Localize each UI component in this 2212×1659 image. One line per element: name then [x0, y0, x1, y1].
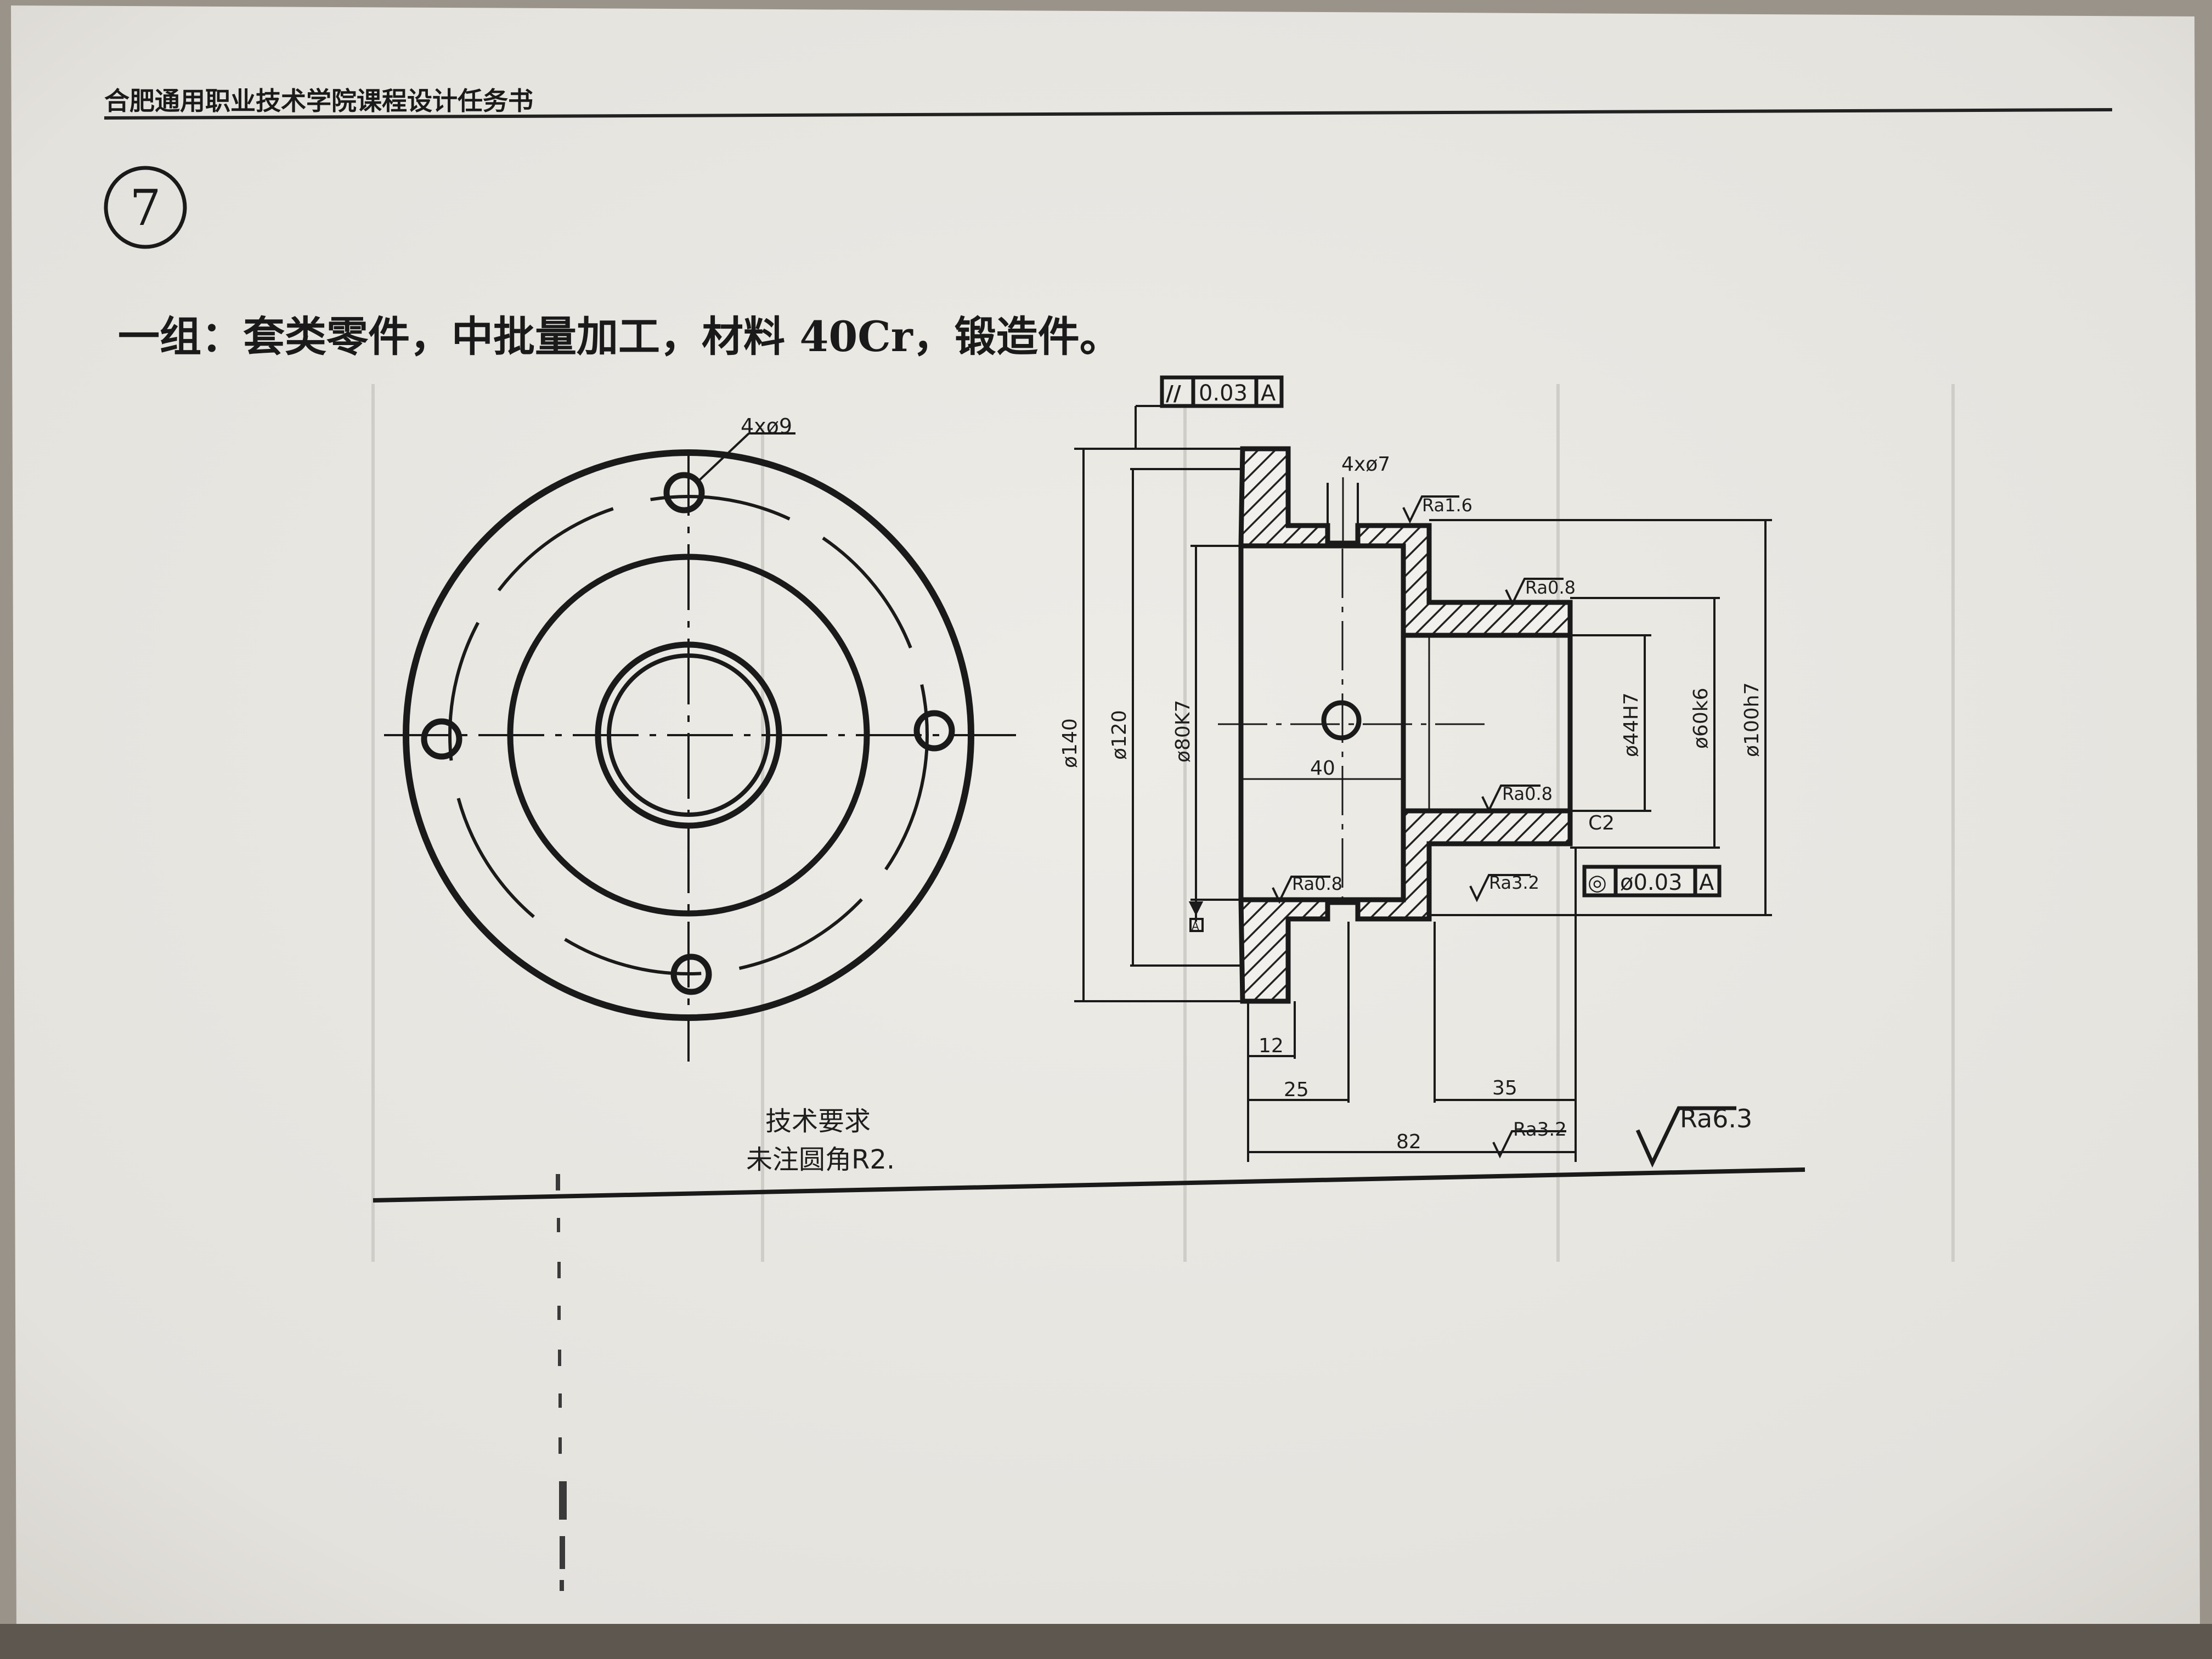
bolt-hole-bottom	[670, 953, 712, 995]
runout-datum: A	[1261, 381, 1276, 406]
dimension-lines	[1074, 405, 1772, 1162]
holes-front-label: 4xø9	[741, 414, 792, 438]
section-lower	[1238, 808, 1573, 1004]
dim-d100: ø100h7	[1741, 682, 1763, 757]
chamfer-label: C2	[1588, 812, 1615, 834]
dim-d44: ø44H7	[1620, 692, 1643, 757]
header-rule	[104, 108, 2113, 120]
section-view	[1238, 446, 1573, 1004]
task-description: 一组：套类零件，中批量加工，材料 40Cr，锻造件。	[118, 312, 1121, 361]
runout-symbol: //	[1166, 381, 1181, 405]
datum-label: A	[1192, 919, 1199, 933]
section-outline	[1218, 477, 1573, 900]
runout-frame	[1160, 375, 1284, 408]
section-upper	[1238, 446, 1573, 638]
bolt-hole-top	[663, 472, 705, 514]
front-view	[384, 432, 1020, 1062]
roughness-marks	[1272, 495, 1736, 1168]
datum-marker	[1188, 901, 1204, 932]
dim-d60: ø60k6	[1690, 687, 1712, 749]
concentric-frame	[1582, 865, 1722, 898]
concentric-value: ø0.03	[1620, 870, 1683, 895]
bolt-hole-right	[913, 710, 955, 752]
paper	[11, 5, 2200, 1638]
table-edge	[0, 1624, 2212, 1659]
dim-d80: ø80K7	[1172, 700, 1194, 763]
ra08-c: Ra0.8	[1292, 873, 1342, 894]
bottom-rule	[373, 1167, 1805, 1203]
ra08-a: Ra0.8	[1525, 577, 1576, 598]
circled-number-ring	[104, 166, 187, 249]
ra63: Ra6.3	[1680, 1104, 1752, 1133]
school-title: 合肥通用职业技术学院课程设计任务书	[104, 86, 533, 116]
circled-number: 7	[129, 179, 161, 237]
dim-l35: 35	[1492, 1077, 1517, 1099]
runout-value: 0.03	[1199, 381, 1248, 406]
tech-req-note: 未注圆角R2.	[746, 1144, 895, 1175]
holes-side-label: 4xø7	[1341, 453, 1390, 476]
ra32-b: Ra3.2	[1513, 1119, 1567, 1141]
dim-l40: 40	[1310, 757, 1335, 780]
concentric-symbol: ◎	[1588, 870, 1607, 895]
tech-req-title: 技术要求	[765, 1106, 871, 1137]
dim-l12: 12	[1259, 1035, 1284, 1057]
ra32-a: Ra3.2	[1489, 872, 1539, 893]
bolt-hole-left	[421, 718, 462, 760]
dim-d120: ø120	[1108, 710, 1131, 760]
dim-d140: ø140	[1059, 718, 1081, 768]
dim-l25: 25	[1284, 1079, 1309, 1101]
concentric-datum: A	[1699, 870, 1714, 895]
ghost-lines	[371, 384, 1955, 1262]
dim-l82: 82	[1396, 1131, 1421, 1153]
binding-marks	[556, 1174, 567, 1591]
ra16: Ra1.6	[1422, 495, 1472, 516]
ra08-b: Ra0.8	[1502, 783, 1553, 804]
